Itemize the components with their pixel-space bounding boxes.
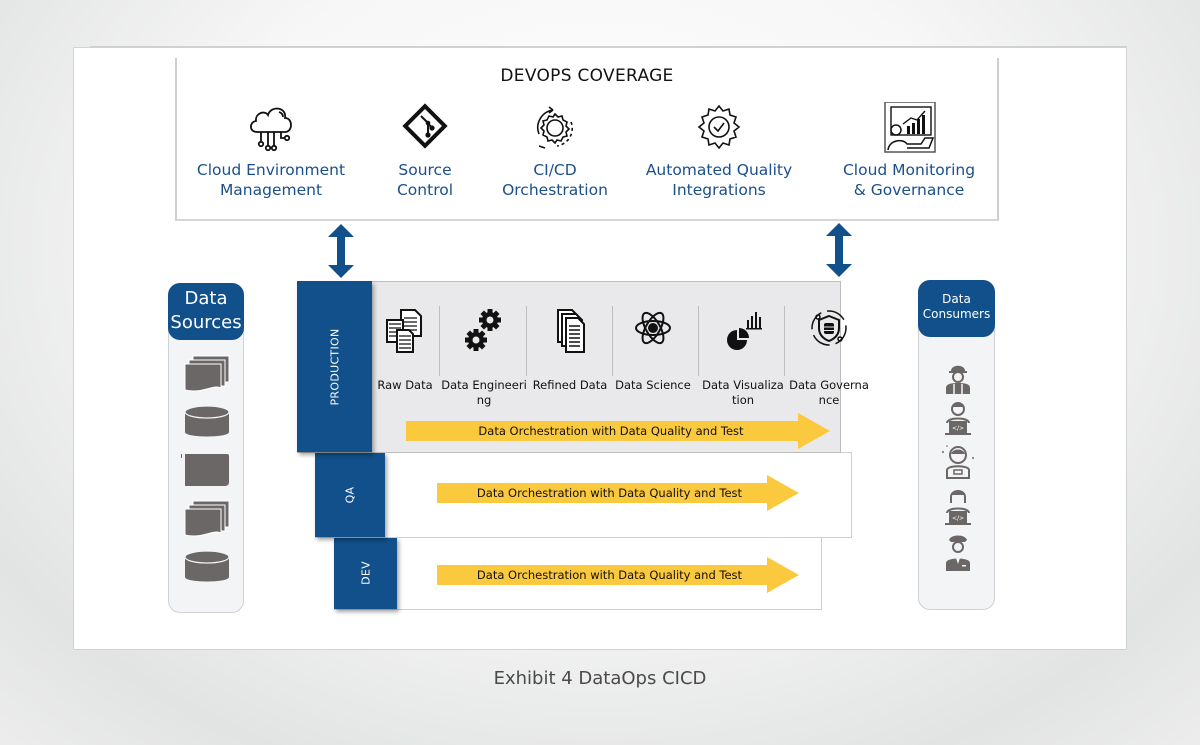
devops-label: Source Control bbox=[396, 161, 454, 199]
pipeline-item-refined-data: Refined Data bbox=[527, 308, 613, 393]
cloud-network-icon bbox=[243, 102, 299, 154]
devops-label: CI/CD Orchestration bbox=[502, 161, 608, 199]
multi-document-icon bbox=[184, 355, 230, 392]
engineer-icon bbox=[946, 365, 970, 394]
devops-label: Automated Quality Integrations bbox=[645, 161, 793, 199]
divider bbox=[526, 306, 527, 376]
environment-dev-panel: Data Orchestration with Data Quality and… bbox=[334, 537, 822, 610]
environment-production-panel: Raw Data Data Engineering Refined Data bbox=[297, 281, 869, 453]
data-consumers-header: Data Consumers bbox=[918, 280, 995, 337]
storage-icon bbox=[181, 454, 229, 486]
divider bbox=[612, 306, 613, 376]
devops-item-cicd: CI/CD Orchestration bbox=[495, 102, 615, 200]
pipeline-label: Data Governance bbox=[789, 378, 869, 407]
figure-caption: Exhibit 4 DataOps CICD bbox=[493, 668, 707, 689]
git-icon bbox=[397, 102, 453, 154]
database-icon bbox=[184, 550, 230, 582]
pipeline-label: Data Visualization bbox=[702, 378, 784, 407]
pipeline-item-data-governance: Data Governance bbox=[786, 308, 872, 408]
bidirectional-arrow-left bbox=[328, 224, 354, 278]
svg-text:</>: </> bbox=[952, 425, 964, 432]
data-sources-header: Data Sources bbox=[168, 283, 244, 340]
environment-qa-panel: Data Orchestration with Data Quality and… bbox=[315, 452, 852, 538]
devops-label: Cloud Monitoring & Governance bbox=[842, 161, 976, 199]
divider bbox=[784, 306, 785, 376]
orchestration-arrow-qa: Data Orchestration with Data Quality and… bbox=[437, 475, 799, 511]
data-sources-title-line2: Sources bbox=[170, 312, 242, 333]
developer-icon: </> bbox=[945, 402, 971, 435]
pipeline-item-data-science: Data Science bbox=[610, 308, 696, 393]
pipeline-label: Raw Data bbox=[377, 378, 433, 392]
astronaut-icon bbox=[942, 445, 974, 479]
shield-database-icon bbox=[811, 310, 847, 346]
environment-label: PRODUCTION bbox=[328, 328, 341, 405]
orchestration-arrow-label: Data Orchestration with Data Quality and… bbox=[478, 424, 744, 438]
orchestration-arrow-production: Data Orchestration with Data Quality and… bbox=[406, 413, 832, 449]
data-sources-panel: Data Sources bbox=[168, 283, 244, 613]
devops-label: Cloud Environment Management bbox=[196, 161, 346, 199]
pipeline-item-data-engineering: Data Engineering bbox=[441, 308, 527, 408]
divider bbox=[698, 306, 699, 376]
orchestration-arrow-dev: Data Orchestration with Data Quality and… bbox=[437, 557, 799, 593]
pie-chart-icon bbox=[727, 312, 762, 350]
gear-check-icon bbox=[691, 102, 747, 154]
data-consumers-title-line1: Data bbox=[942, 292, 971, 306]
bidirectional-arrow-right bbox=[826, 223, 852, 277]
orchestration-arrow-label: Data Orchestration with Data Quality and… bbox=[476, 486, 743, 500]
gear-cycle-icon bbox=[527, 102, 583, 154]
data-consumers-title-line2: Consumers bbox=[922, 307, 991, 321]
environment-tab-production[interactable]: PRODUCTION bbox=[297, 281, 372, 452]
environment-tab-qa[interactable]: QA bbox=[315, 452, 385, 537]
developer-icon: </> bbox=[945, 490, 971, 525]
data-sources-title-line1: Data bbox=[184, 288, 228, 309]
environment-label: DEV bbox=[359, 561, 372, 585]
devops-item-cloud-environment: Cloud Environment Management bbox=[191, 102, 351, 200]
devops-item-cloud-monitoring: Cloud Monitoring & Governance bbox=[827, 101, 991, 200]
devops-item-automated-quality: Automated Quality Integrations bbox=[639, 102, 799, 200]
environment-tab-dev[interactable]: DEV bbox=[334, 537, 397, 609]
devops-title: DEVOPS COVERAGE bbox=[500, 66, 674, 86]
devops-coverage-panel: DEVOPS COVERAGE Cloud Environment Manage… bbox=[175, 58, 999, 221]
raw-data-icon bbox=[386, 309, 422, 353]
refined-data-icon bbox=[557, 309, 585, 353]
environment-label: QA bbox=[343, 486, 357, 503]
multi-document-icon bbox=[184, 500, 230, 537]
pipeline-label: Refined Data bbox=[532, 378, 608, 392]
devops-item-source-control: Source Control bbox=[377, 102, 473, 200]
svg-text:</>: </> bbox=[952, 515, 964, 522]
atom-icon bbox=[635, 311, 671, 345]
divider bbox=[439, 306, 440, 376]
pipeline-label: Data Engineering bbox=[441, 378, 527, 407]
gears-icon bbox=[465, 309, 501, 351]
pipeline-item-raw-data: Raw Data bbox=[362, 308, 448, 393]
orchestration-arrow-label: Data Orchestration with Data Quality and… bbox=[476, 568, 743, 582]
officer-icon bbox=[946, 535, 970, 571]
database-icon bbox=[184, 405, 230, 437]
pipeline-label: Data Science bbox=[615, 378, 691, 392]
pipeline-item-data-visualization: Data Visualization bbox=[700, 308, 786, 408]
monitoring-dashboard-icon bbox=[881, 101, 937, 154]
data-consumers-panel: Data Consumers </> </> bbox=[918, 280, 995, 610]
